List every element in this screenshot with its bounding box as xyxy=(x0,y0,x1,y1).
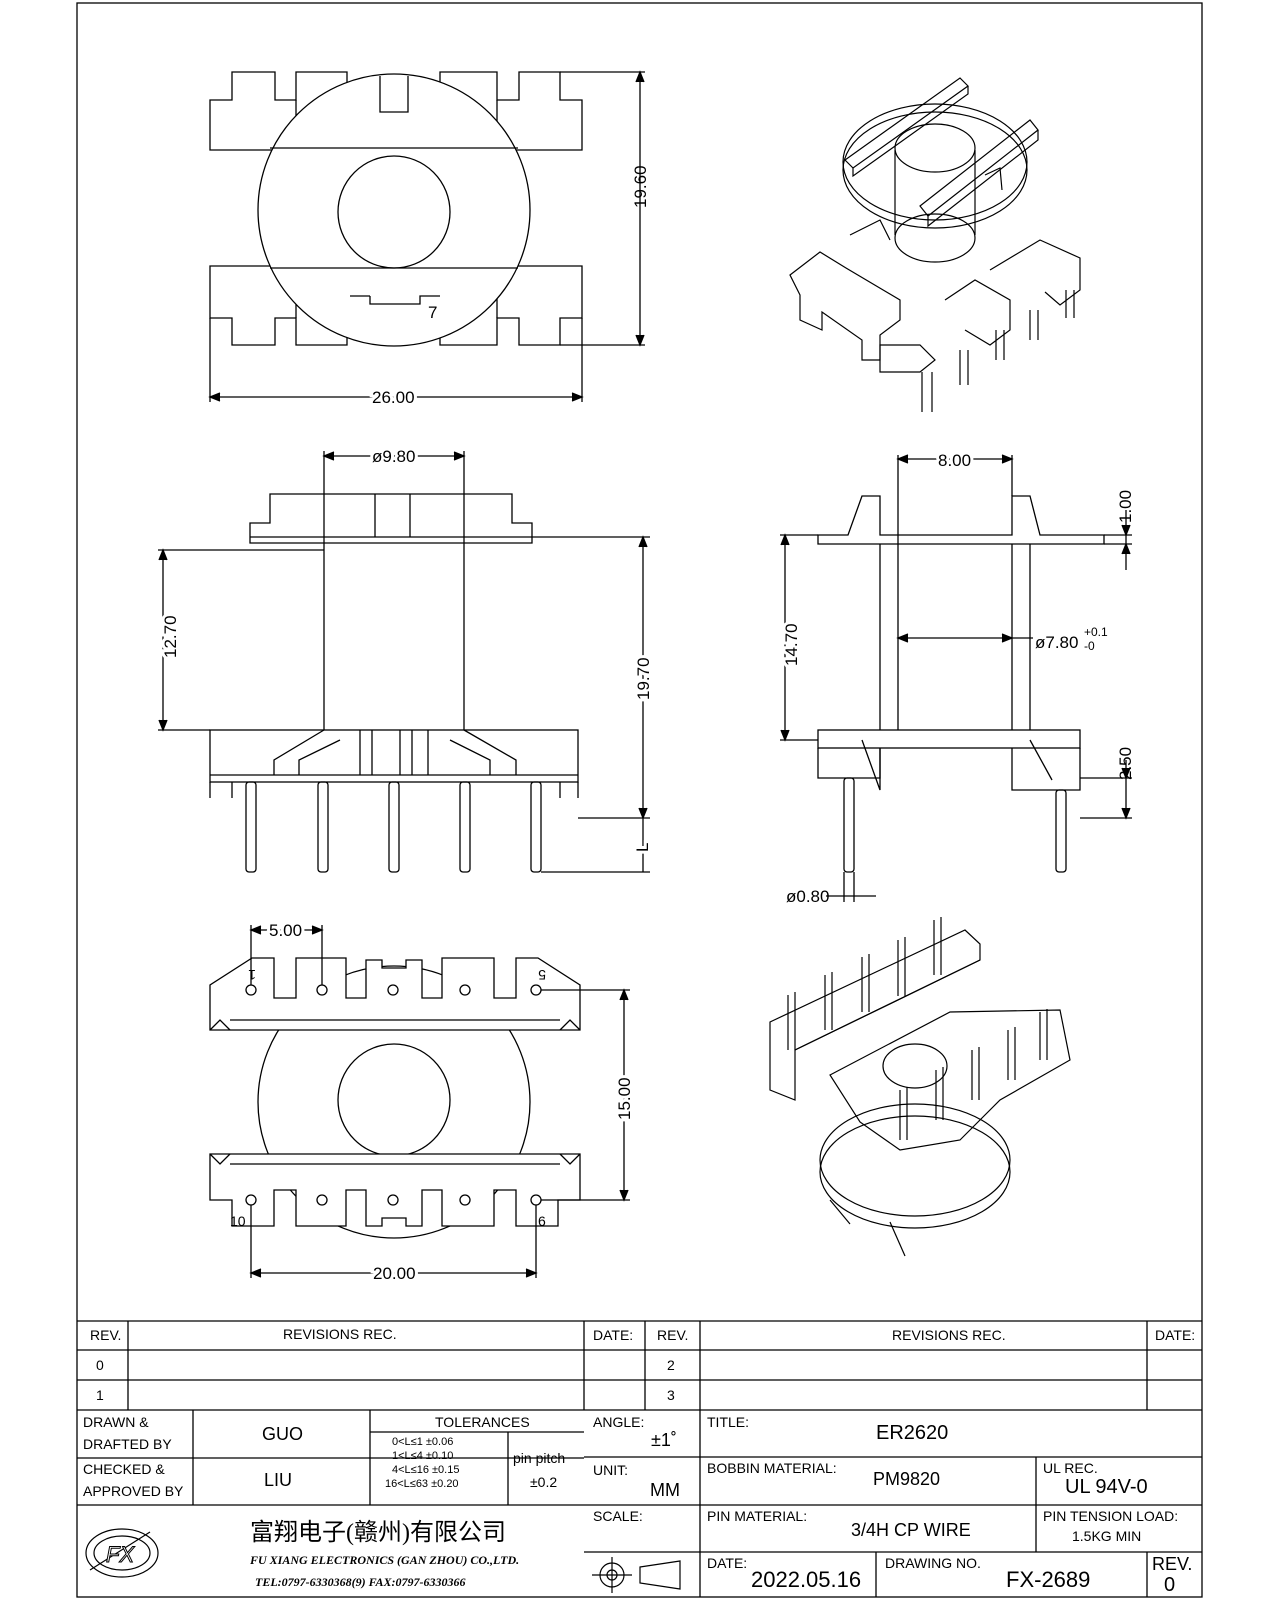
top-view-pin-label: 7 xyxy=(428,303,437,322)
projection-symbol-icon xyxy=(592,1557,681,1593)
company-logo: FX xyxy=(85,1528,159,1578)
dim-core-inner-diameter: ø7.80 xyxy=(1035,633,1078,652)
dim-top-height: 19.60 xyxy=(631,165,650,208)
front-view-pins xyxy=(245,781,542,873)
dim-top-width: 26.00 xyxy=(372,388,415,407)
dim-winding-height: 12.70 xyxy=(161,615,180,658)
company-logo-text: FX xyxy=(106,1542,135,1567)
dim-pin-pitch: 5.00 xyxy=(269,921,302,940)
front-view: ø9.80 12.70 19.70 L xyxy=(158,444,656,873)
iso-view-bottom-pins xyxy=(787,917,1048,1140)
pin-label-6: 6 xyxy=(538,1213,546,1229)
iso-view-bottom xyxy=(769,917,1071,1257)
dim-pin-diameter: ø0.80 xyxy=(786,887,829,906)
side-view: 8.00 1.00 14.70 ø7.80 +0.1 -0 2.50 ø0.80 xyxy=(779,448,1135,906)
dim-base-height: 2.50 xyxy=(1116,747,1135,780)
sheet-border xyxy=(76,2,1203,1598)
dim-flange-thickness: 1.00 xyxy=(1116,490,1135,523)
dim-row-length: 20.00 xyxy=(373,1264,416,1283)
dim-pin-length: L xyxy=(633,843,652,852)
dim-row-spacing: 15.00 xyxy=(615,1077,634,1120)
pin-label-10: 10 xyxy=(230,1213,246,1229)
dim-total-height: 19.70 xyxy=(634,657,653,700)
dim-core-inner-tol-plus: +0.1 xyxy=(1084,625,1108,639)
dim-side-width: 8.00 xyxy=(938,451,971,470)
bottom-view: 1 5 10 6 5.00 15.00 20.00 xyxy=(209,918,637,1286)
title-block-grid xyxy=(77,1410,1202,1597)
iso-view-top xyxy=(789,77,1081,412)
pin-label-1: 1 xyxy=(248,967,256,983)
pin-label-5: 5 xyxy=(538,967,546,983)
dim-core-diameter: ø9.80 xyxy=(372,447,415,466)
top-view: 7 19.60 26.00 xyxy=(208,70,650,410)
dim-side-height: 14.70 xyxy=(782,623,801,666)
dim-core-inner-tol-minus: -0 xyxy=(1084,639,1095,653)
revision-table xyxy=(77,1320,1202,1411)
